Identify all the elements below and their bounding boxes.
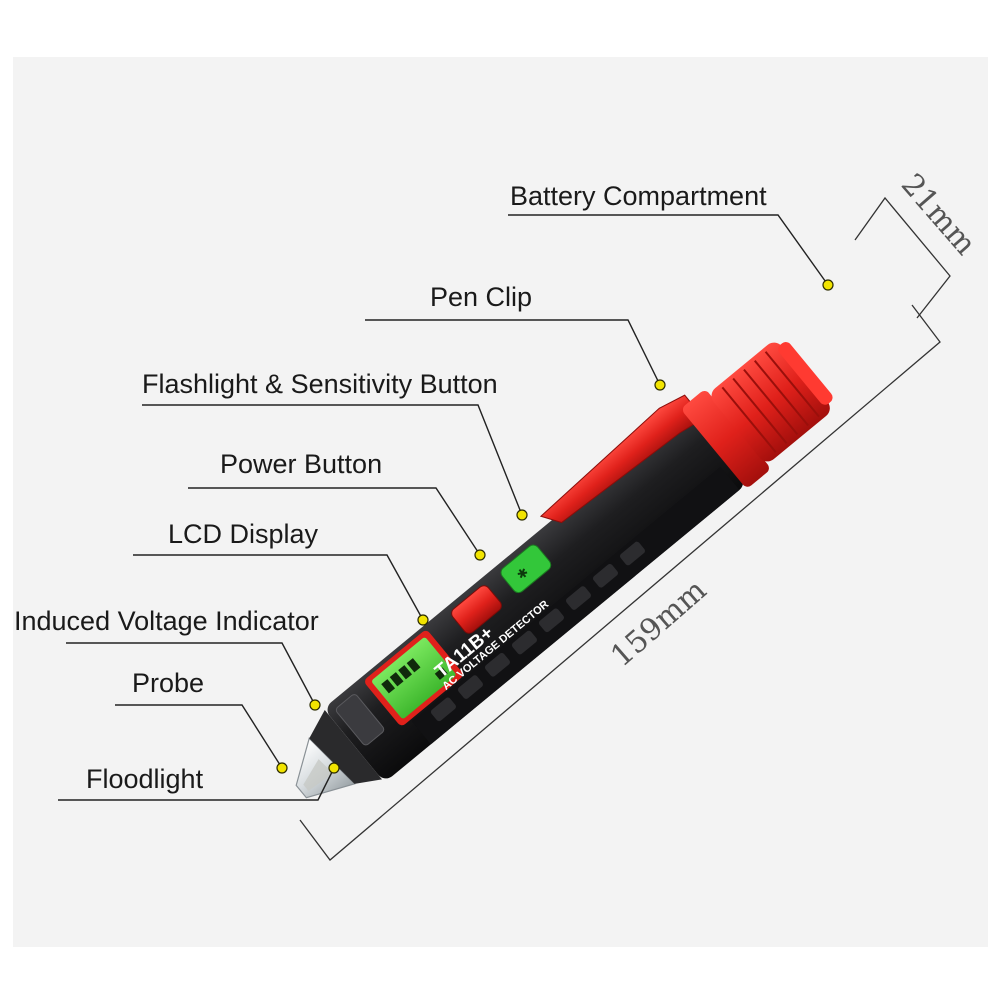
nose-cone (309, 709, 383, 784)
marker-induced-voltage (309, 699, 321, 711)
marker-pen-clip (654, 379, 666, 391)
battery-collar (682, 391, 769, 487)
cap-end (778, 342, 833, 405)
length-dimension-label: 159mm (604, 573, 713, 674)
label-probe: Probe (132, 668, 204, 698)
marker-floodlight (328, 762, 340, 774)
marker-flashlight (516, 509, 528, 521)
cap-knurling (721, 351, 820, 453)
diameter-dimension-label: 21mm (894, 167, 983, 262)
label-induced-voltage: Induced Voltage Indicator (14, 606, 319, 636)
grip-ridges (430, 541, 645, 722)
marker-power (474, 549, 486, 561)
lcd-screen (372, 637, 456, 719)
power-button[interactable] (449, 583, 504, 635)
label-power-button: Power Button (220, 449, 382, 479)
label-lcd-display: LCD Display (168, 519, 319, 549)
marker-dots (276, 279, 834, 774)
marker-probe (276, 762, 288, 774)
marker-battery (822, 279, 834, 291)
label-battery-compartment: Battery Compartment (510, 181, 767, 211)
leader-lines (58, 214, 829, 801)
label-flashlight-button: Flashlight & Sensitivity Button (142, 369, 498, 399)
flashlight-button[interactable] (499, 543, 554, 595)
probe-inner (303, 759, 333, 791)
indicator-window (335, 694, 385, 746)
marker-lcd (417, 614, 429, 626)
length-dimension (299, 304, 941, 861)
label-floodlight: Floodlight (86, 764, 204, 794)
background-panel (13, 57, 988, 947)
diameter-dimension (854, 196, 951, 319)
label-pen-clip: Pen Clip (430, 282, 532, 312)
lcd-bars (381, 658, 448, 694)
